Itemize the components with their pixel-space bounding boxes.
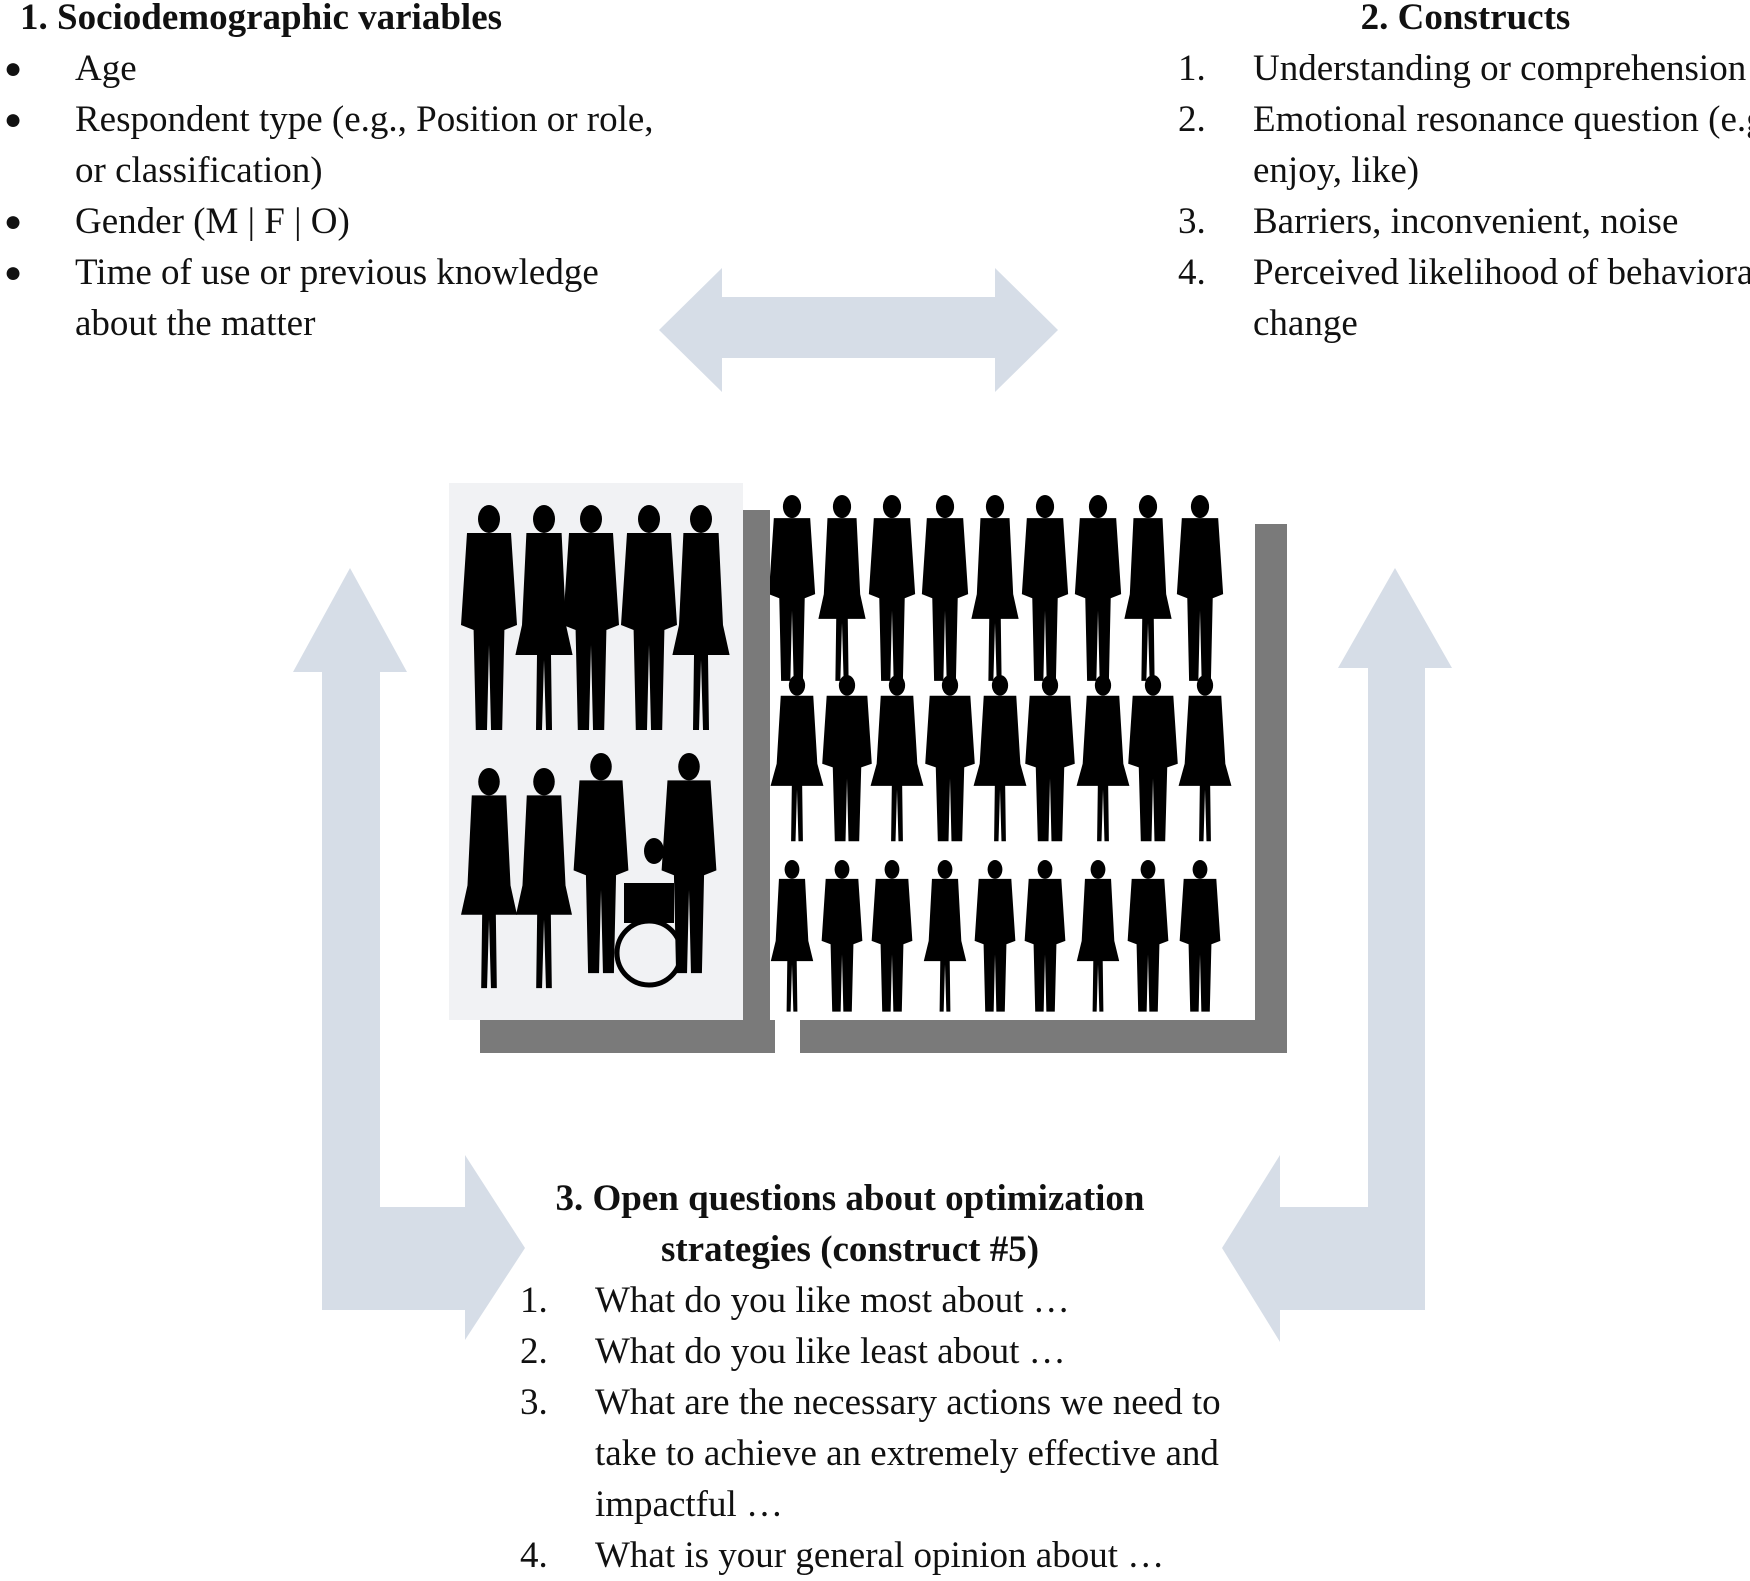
person-silhouette-icon [925, 675, 975, 842]
person-silhouette-icon [1076, 860, 1120, 1012]
list-item: 2. What do you like least about … [520, 1326, 1285, 1377]
person-silhouette-icon [1178, 675, 1232, 842]
sociodemographic-list: ● Age ● Respondent type (e.g., Position or … [0, 43, 680, 349]
list-item: 1. What do you like most about … [520, 1275, 1285, 1326]
constructs-section: 2. Constructs 1. Understanding or compreh… [1178, 0, 1750, 349]
item-text: What is your general opinion about … [595, 1535, 1165, 1576]
section-title: 1. Sociodemographic variables [20, 0, 503, 38]
list-item: ● Gender (M | F | O) [0, 196, 685, 247]
item-text: Time of use or previous knowledge about … [75, 252, 599, 344]
sociodemographic-section: 1. Sociodemographic variables ● Age ● Respo… [4, 0, 680, 349]
constructs-list: 1. Understanding or comprehension 2. Emotio… [1178, 43, 1750, 349]
person-silhouette-icon [516, 768, 572, 989]
person-silhouette-icon [870, 675, 924, 842]
item-number: 4. [520, 1535, 548, 1576]
list-item: 2. Emotional resonance question (e.g., en… [1178, 94, 1750, 196]
person-silhouette-icon [1127, 860, 1169, 1012]
open-questions-list: 1. What do you like most about … 2. What do… [520, 1275, 1221, 1581]
person-silhouette-icon [1176, 495, 1224, 681]
person-silhouette-icon [868, 495, 916, 681]
person-silhouette-icon [1025, 675, 1075, 842]
bullet-icon: ● [4, 103, 23, 136]
person-silhouette-icon [1128, 675, 1178, 842]
person-silhouette-icon [821, 860, 863, 1012]
section-title-line1: 3. Open questions about optimization [555, 1178, 1145, 1219]
item-text: Barriers, inconvenient, noise [1253, 201, 1679, 242]
item-text: Respondent type (e.g., Position or role,… [75, 99, 654, 191]
list-item: ● Respondent type (e.g., Position or role… [0, 94, 685, 196]
list-item: 3. What are the necessary actions we need… [520, 1377, 1285, 1530]
person-silhouette-icon [621, 505, 677, 730]
item-number: 4. [1178, 252, 1206, 293]
item-text: Age [75, 48, 137, 89]
item-text: Understanding or comprehension [1253, 48, 1747, 89]
person-silhouette-icon [1124, 495, 1172, 681]
person-silhouette-icon [971, 495, 1019, 681]
list-item: 1. Understanding or comprehension [1178, 43, 1750, 94]
person-silhouette-icon [1179, 860, 1221, 1012]
person-silhouette-icon [818, 495, 866, 681]
person-silhouette-icon [770, 860, 814, 1012]
section-title: 2. Constructs [1360, 0, 1571, 38]
person-silhouette-icon [871, 860, 913, 1012]
item-number: 3. [520, 1382, 548, 1423]
person-silhouette-icon [1074, 495, 1122, 681]
bullet-icon: ● [4, 256, 23, 289]
person-silhouette-icon [923, 860, 967, 1012]
person-silhouette-icon [973, 675, 1027, 842]
person-silhouette-icon [461, 505, 517, 730]
silhouettes-image-left [449, 483, 743, 1020]
item-number: 2. [520, 1331, 548, 1372]
person-silhouette-icon [974, 860, 1016, 1012]
person-silhouette-icon [921, 495, 969, 681]
double-arrow-horizontal [659, 268, 1058, 392]
person-silhouette-icon [1076, 675, 1130, 842]
person-silhouette-icon [1024, 860, 1066, 1012]
list-item: 4. What is your general opinion about … [520, 1530, 1285, 1581]
person-silhouette-icon [770, 495, 816, 681]
wheelchair-icon [614, 838, 684, 988]
open-questions-section: 3. Open questions about optimization str… [520, 1173, 1221, 1581]
person-silhouette-icon [563, 505, 619, 730]
section-title-line2: strategies (construct #5) [660, 1229, 1040, 1270]
item-text: What are the necessary actions we need t… [595, 1382, 1221, 1525]
item-text: Perceived likelihood of behavioral chang… [1253, 252, 1750, 344]
elbow-arrow-left [293, 568, 525, 1340]
item-number: 1. [520, 1280, 548, 1321]
person-silhouette-icon [1021, 495, 1069, 681]
silhouettes-image-right [770, 490, 1255, 1020]
person-silhouette-icon [515, 505, 573, 730]
elbow-arrow-right [1222, 568, 1452, 1342]
item-text: Emotional resonance question (e.g., enjo… [1253, 99, 1750, 191]
item-number: 3. [1178, 201, 1206, 242]
list-item: 3. Barriers, inconvenient, noise [1178, 196, 1750, 247]
item-text: Gender (M | F | O) [75, 201, 350, 242]
list-item: 4. Perceived likelihood of behavioral cha… [1178, 247, 1750, 349]
list-item: ● Time of use or previous knowledge about… [0, 247, 685, 349]
item-text: What do you like least about … [595, 1331, 1066, 1372]
bullet-icon: ● [4, 205, 23, 238]
person-silhouette-icon [661, 753, 717, 974]
list-item: ● Age [0, 43, 685, 94]
person-silhouette-icon [822, 675, 872, 842]
item-text: What do you like most about … [595, 1280, 1070, 1321]
bullet-icon: ● [4, 52, 23, 85]
person-silhouette-icon [461, 768, 517, 989]
person-silhouette-icon [672, 505, 730, 730]
person-silhouette-icon [770, 675, 824, 842]
person-silhouette-icon [573, 753, 629, 974]
item-number: 1. [1178, 48, 1206, 89]
item-number: 2. [1178, 99, 1206, 140]
